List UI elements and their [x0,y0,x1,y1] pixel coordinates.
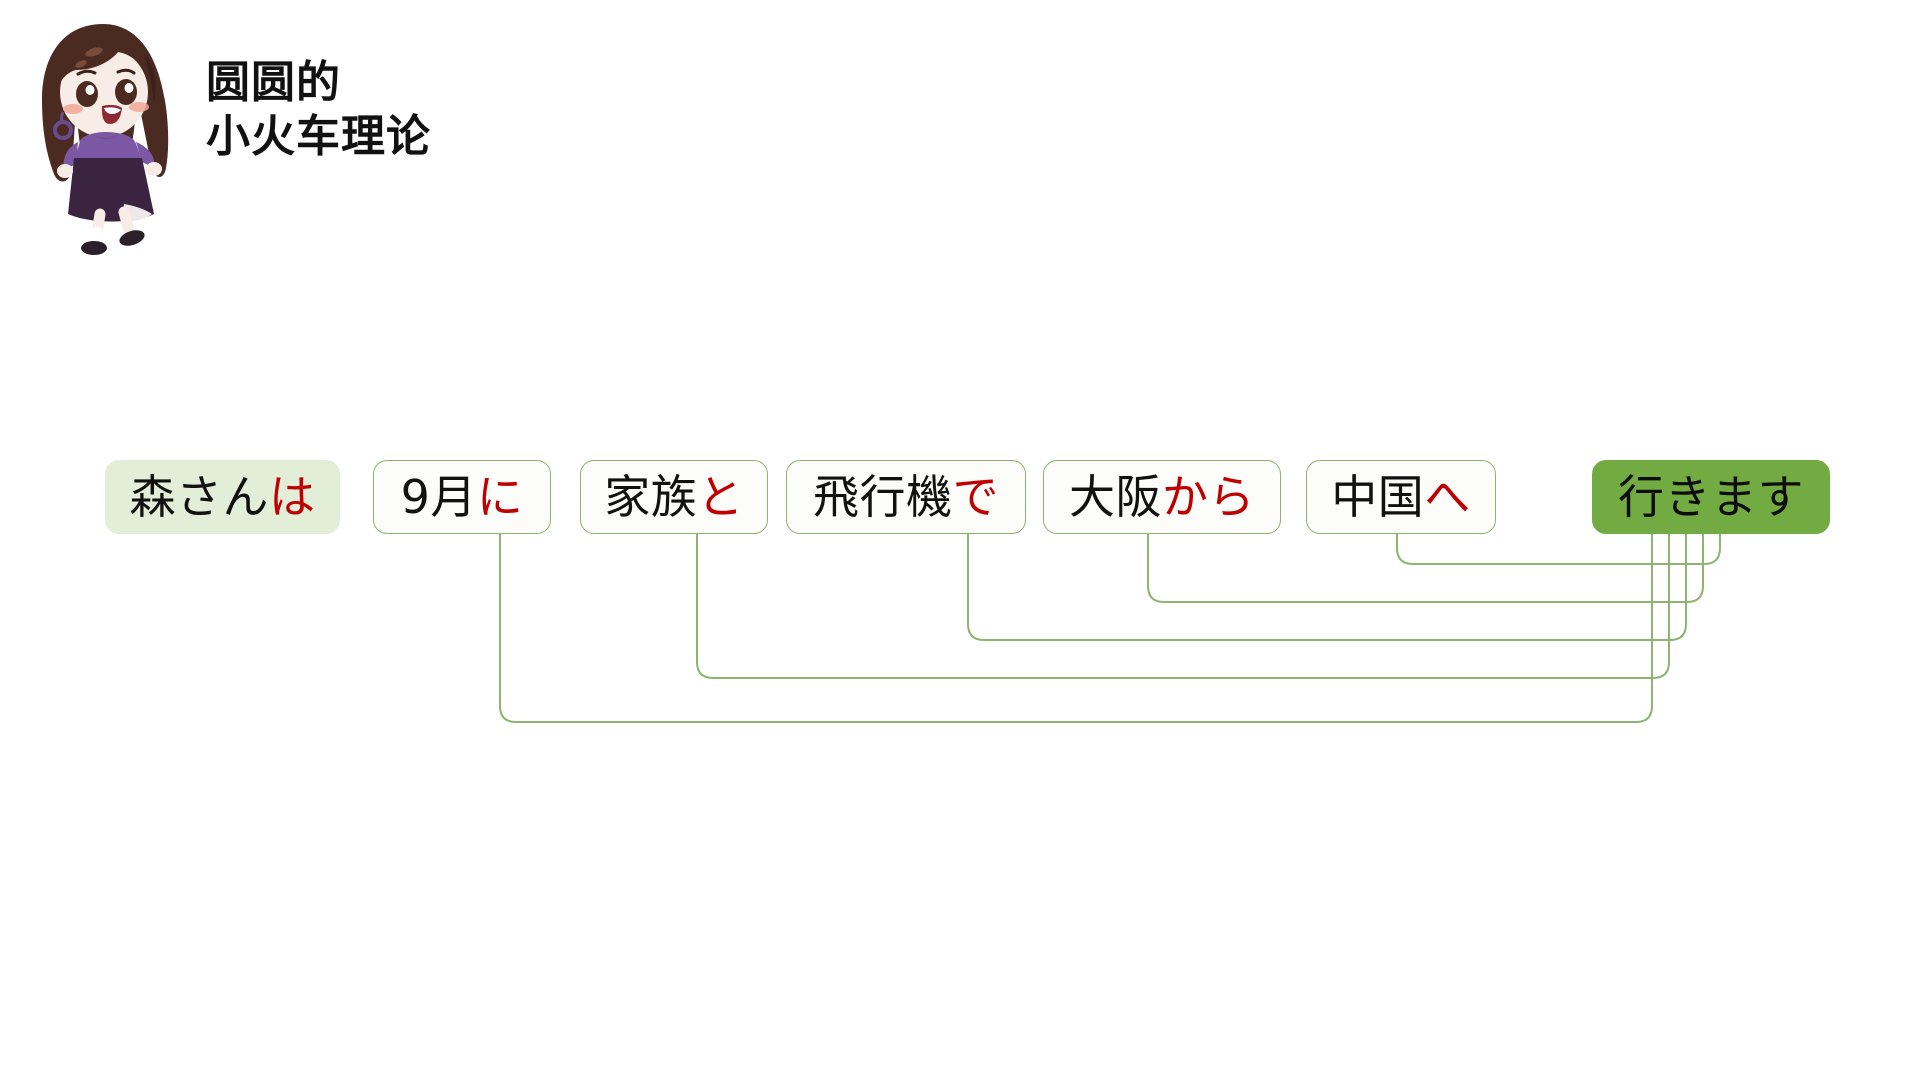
chunk-base-text: 家族 [604,470,698,524]
chunk-base-text: 9月 [400,470,477,524]
sentence-chunk-time[interactable]: 9月に [373,460,551,534]
brand-title-line-2: 小火车理论 [206,111,431,161]
chunk-base-text: 中国 [1331,470,1425,524]
chunk-particle-text: から [1162,470,1255,524]
sentence-chunk-companion[interactable]: 家族と [580,460,768,534]
chunk-particle-text: に [476,470,524,524]
chibi-girl-avatar-icon [18,8,188,256]
sentence-chunk-means[interactable]: 飛行機で [786,460,1026,534]
chunk-particle-text: で [952,470,999,524]
brand-title: 圆圆的 小火车理论 [206,56,431,163]
brand-title-line-1: 圆圆的 [206,58,341,107]
sentence-chunk-topic[interactable]: 森さんは [105,460,340,534]
chunk-base-text: 大阪 [1069,470,1162,524]
chunk-particle-text: へ [1424,470,1471,524]
sentence-chunk-goal[interactable]: 中国へ [1306,460,1496,534]
chunk-base-text: 森さん [129,470,269,524]
sentence-chunk-verb[interactable]: 行きます [1592,460,1830,534]
chunk-particle-text: は [269,470,316,524]
chunk-base-text: 行きます [1618,470,1804,524]
brand-header: 圆圆的 小火车理论 [18,8,431,256]
chunk-base-text: 飛行機 [813,470,953,524]
chunk-particle-text: と [697,470,744,524]
sentence-chunk-origin[interactable]: 大阪から [1043,460,1281,534]
